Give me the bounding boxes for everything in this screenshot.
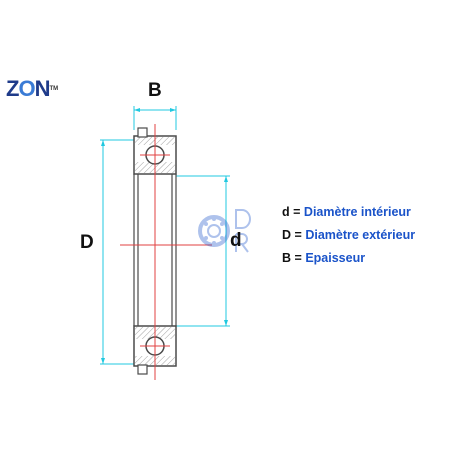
- legend-item-d: d = Diamètre intérieur: [282, 205, 411, 219]
- legend-item-B: B = Epaisseur: [282, 251, 366, 265]
- legend-description: Diamètre extérieur: [305, 228, 416, 242]
- center-lines: [120, 124, 212, 380]
- watermark-bearing-icon: [198, 209, 251, 253]
- bearing-walls: [133, 174, 177, 326]
- legend-item-D: D = Diamètre extérieur: [282, 228, 416, 242]
- label-d: d: [230, 230, 242, 251]
- brand-logo: ZONTM: [6, 76, 59, 101]
- trademark-mark: TM: [49, 86, 59, 92]
- label-D: D: [80, 232, 94, 253]
- legend-description: Epaisseur: [305, 251, 366, 265]
- legend-description: Diamètre intérieur: [303, 205, 411, 219]
- label-B: B: [148, 80, 162, 101]
- dimension-arrows: [101, 108, 228, 364]
